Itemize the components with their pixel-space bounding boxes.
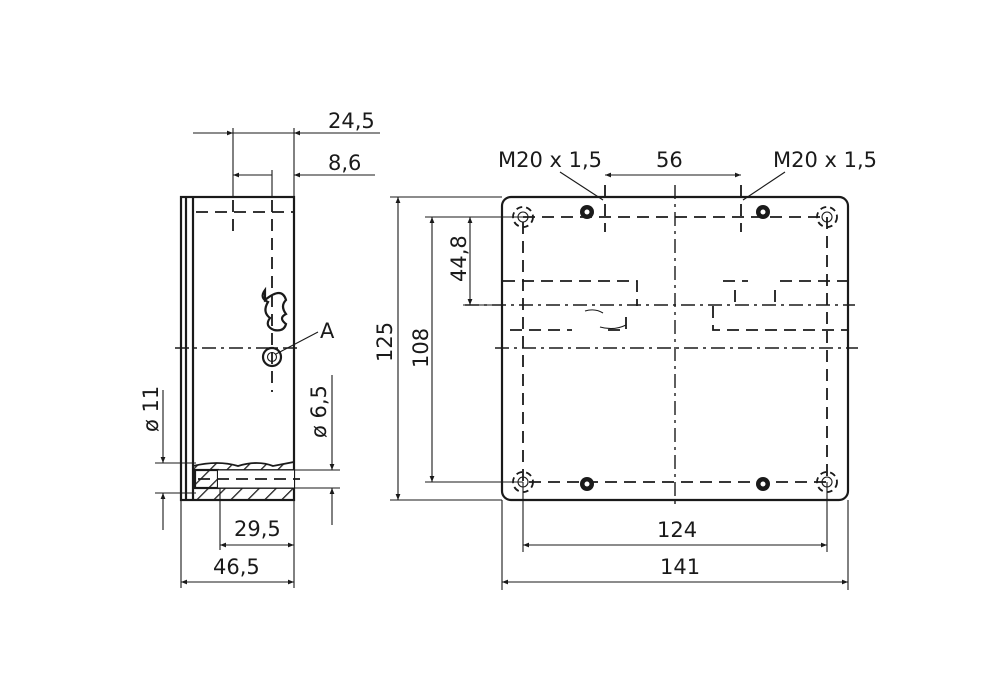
thread-label-left: M20 x 1,5 [498,148,602,172]
dim-24-5: 24,5 [328,109,375,133]
dim-108: 108 [409,328,433,368]
section-hatch [192,460,300,501]
dim-dia-6-5: ø 6,5 [307,385,331,438]
dim-dia-11: ø 11 [139,386,163,432]
detail-label-a: A [320,319,335,343]
lid-screws [580,205,770,491]
keyhole-slot [261,286,288,332]
dim-8-6: 8,6 [328,151,361,175]
thread-label-right: M20 x 1,5 [773,148,877,172]
front-view: 125 108 44,8 56 M20 x 1,5 M20 x 1,5 124 … [373,148,877,590]
dim-29-5: 29,5 [234,517,281,541]
dim-56: 56 [656,148,683,172]
dim-141: 141 [660,555,700,579]
mounting-hole-a [261,346,283,368]
dim-44-8: 44,8 [447,235,471,282]
dim-46-5: 46,5 [213,555,260,579]
dim-124: 124 [657,518,697,542]
dim-125: 125 [373,322,397,362]
side-view: A 24,5 8,6 ø 11 ø 6,5 [139,109,380,588]
